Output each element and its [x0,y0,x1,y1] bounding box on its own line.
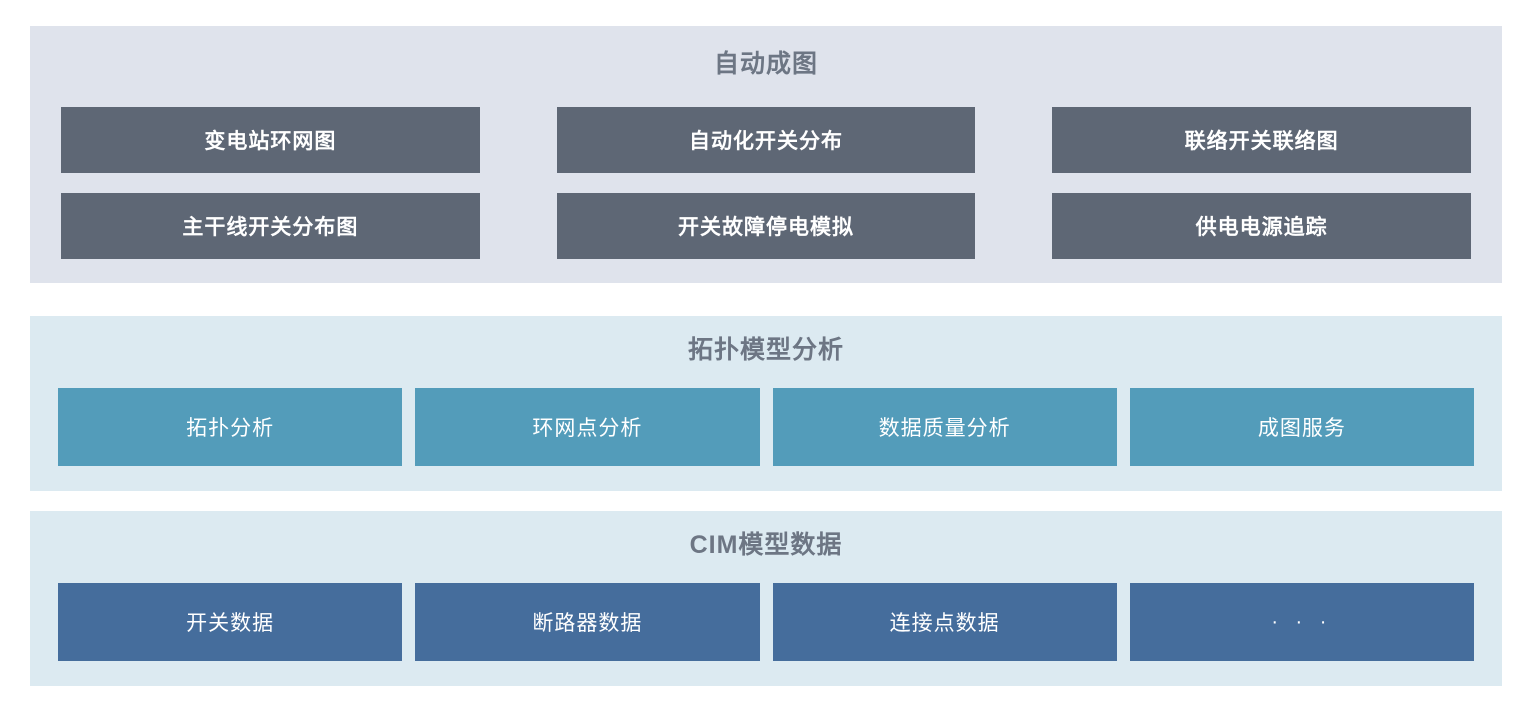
section-cim-model-data-card-grid: 开关数据 断路器数据 连接点数据 · · · [58,583,1474,661]
card-trunk-line-switch-distribution-diagram[interactable]: 主干线开关分布图 [61,193,480,259]
card-power-supply-source-tracing[interactable]: 供电电源追踪 [1052,193,1471,259]
section-auto-mapping-card-grid: 变电站环网图 自动化开关分布 联络开关联络图 主干线开关分布图 开关故障停电模拟… [61,107,1471,259]
card-switch-data[interactable]: 开关数据 [58,583,403,661]
card-substation-ring-network-diagram[interactable]: 变电站环网图 [61,107,480,173]
card-mapping-service[interactable]: 成图服务 [1129,388,1474,466]
card-switch-fault-outage-simulation[interactable]: 开关故障停电模拟 [556,193,976,259]
card-automation-switch-distribution[interactable]: 自动化开关分布 [556,107,976,173]
section-auto-mapping: 自动成图 变电站环网图 自动化开关分布 联络开关联络图 主干线开关分布图 开关故… [30,26,1502,283]
card-circuit-breaker-data[interactable]: 断路器数据 [415,583,760,661]
card-ring-network-point-analysis[interactable]: 环网点分析 [415,388,760,466]
card-topology-analysis[interactable]: 拓扑分析 [58,388,403,466]
section-topology-model-analysis-title: 拓扑模型分析 [687,336,844,364]
card-data-quality-analysis[interactable]: 数据质量分析 [772,388,1117,466]
card-more-data-ellipsis[interactable]: · · · [1129,583,1474,661]
card-tie-switch-contact-diagram[interactable]: 联络开关联络图 [1052,107,1471,173]
section-topology-model-analysis: 拓扑模型分析 拓扑分析 环网点分析 数据质量分析 成图服务 [30,316,1502,491]
section-topology-model-analysis-card-grid: 拓扑分析 环网点分析 数据质量分析 成图服务 [58,388,1474,466]
card-connectivity-node-data[interactable]: 连接点数据 [772,583,1117,661]
section-cim-model-data: CIM模型数据 开关数据 断路器数据 连接点数据 · · · [30,511,1502,686]
section-cim-model-data-title: CIM模型数据 [689,531,843,559]
section-auto-mapping-title: 自动成图 [713,50,818,78]
